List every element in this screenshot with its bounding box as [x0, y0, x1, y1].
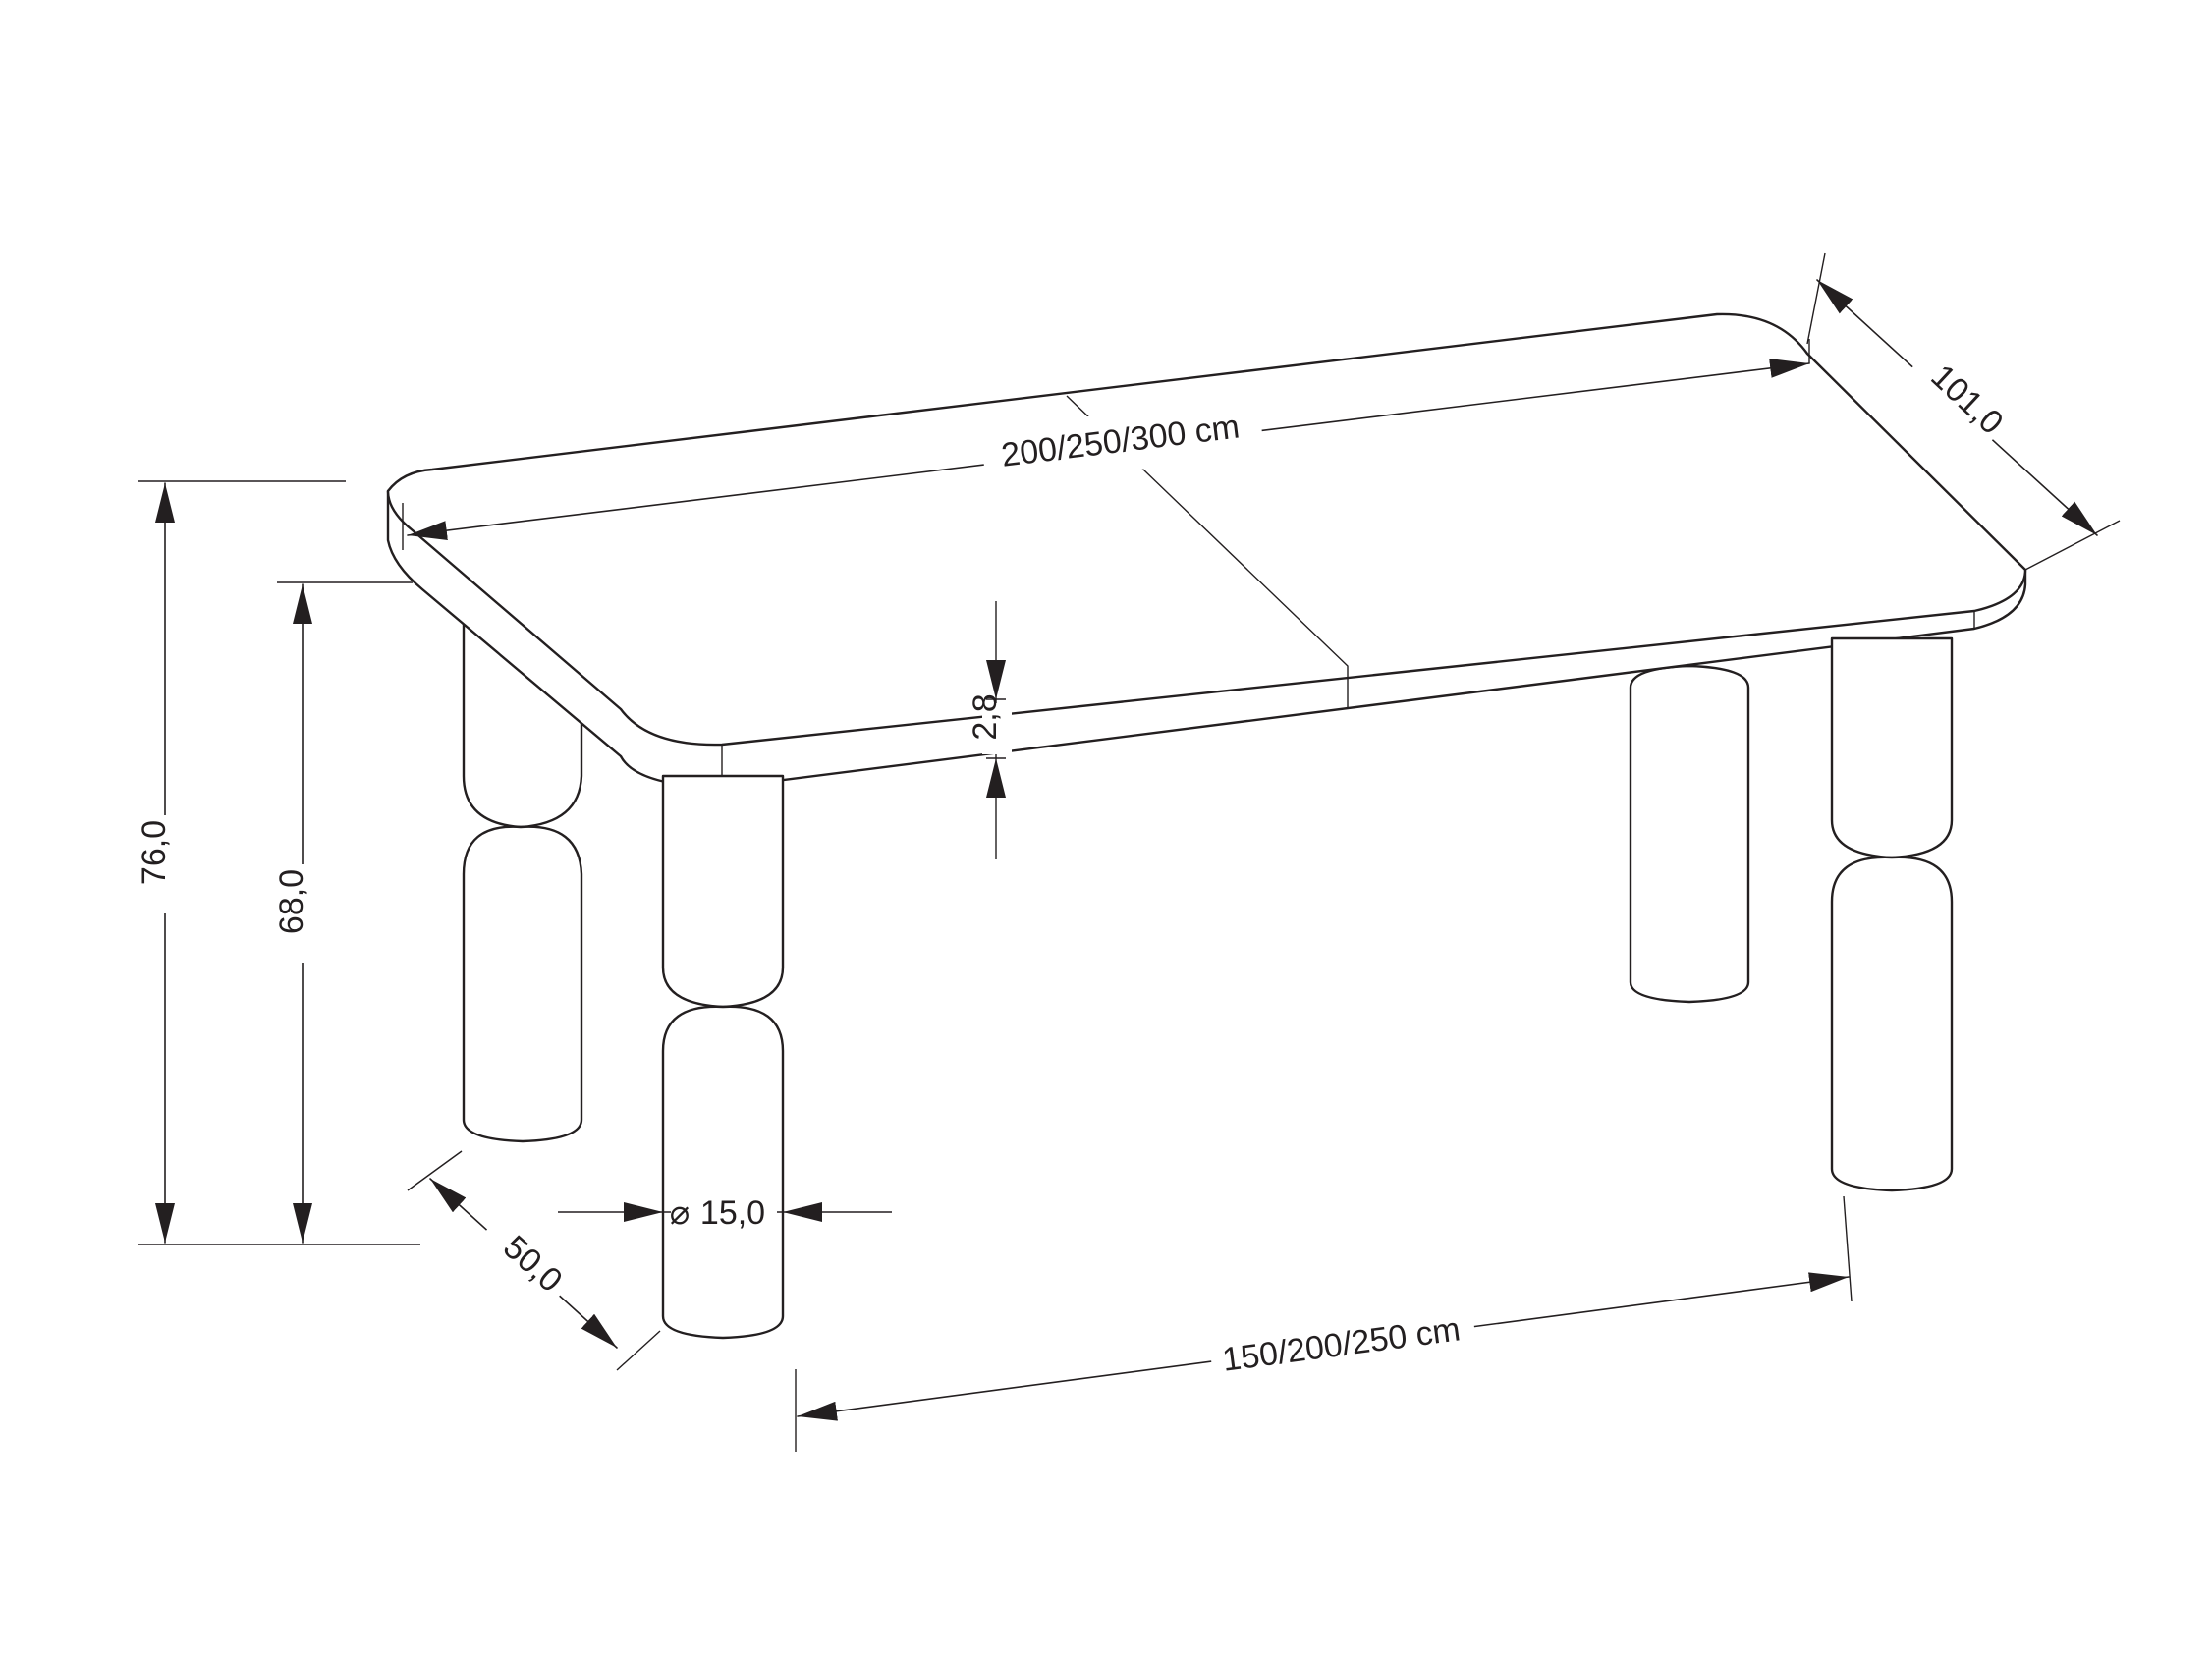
dimension-leg-height: 68,0 [273, 581, 413, 1244]
dimension-leg-spacing-depth: 50,0 [407, 1150, 661, 1371]
table-top [386, 312, 2027, 790]
leg-height-label: 68,0 [273, 869, 310, 934]
dimension-top-thickness: 2,8 [967, 601, 1012, 859]
dimension-leg-diameter: ⌀ 15,0 [558, 1190, 892, 1234]
diameter-symbol: ⌀ [670, 1194, 690, 1232]
leg-diameter-label: 15,0 [700, 1194, 765, 1232]
front-right-leg [1830, 636, 1954, 1192]
total-height-label: 76,0 [136, 820, 173, 885]
back-right-leg [1629, 664, 1750, 1004]
front-left-leg [661, 774, 785, 1340]
top-thickness-label: 2,8 [967, 693, 1004, 740]
dimension-total-height: 76,0 [136, 480, 420, 1245]
dimension-leg-spacing-length: 150/200/250 cm [795, 1195, 1853, 1452]
